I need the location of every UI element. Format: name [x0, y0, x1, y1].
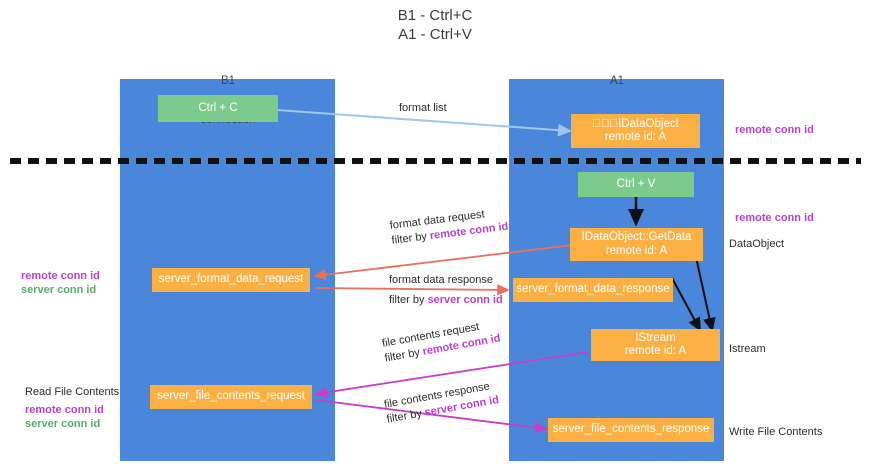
- edge-label-format-data-response: format data response filter by server co…: [389, 273, 503, 308]
- edge-label-format-data-response-filter: filter by server conn id: [389, 293, 503, 308]
- annotation-remote-conn-id-mid: remote conn id: [735, 212, 814, 224]
- edge-label-format-list: format list: [399, 102, 447, 114]
- filter-key-server-conn-id: server conn id: [427, 294, 503, 306]
- node-idataobject-label:    IDataObject: [592, 117, 679, 130]
- node-ctrl-c-label: Ctrl + C: [198, 101, 238, 114]
- column-header-a1-name: A1: [609, 75, 625, 87]
- node-ctrl-c[interactable]: Ctrl + C: [158, 95, 278, 122]
- column-header-b1-name: B1: [220, 75, 236, 87]
- node-getdata-label: IDataObject::GetData: [581, 231, 692, 243]
- annotation-istream: Istream: [729, 343, 766, 355]
- node-server-format-data-response-label: server_format_data_response: [516, 283, 670, 296]
- edge-label-file-contents-request: file contents request filter by remote c…: [381, 317, 502, 367]
- node-istream[interactable]: IStream remote id: A: [591, 329, 720, 361]
- annotation-write-file-contents: Write File Contents: [729, 426, 823, 438]
- edge-label-file-contents-response: file contents response filter by server …: [383, 378, 500, 427]
- node-ctrl-v-label: Ctrl + V: [616, 177, 656, 190]
- annotation-read-file-contents: Read File Contents: [25, 386, 120, 398]
- node-istream-label: IStream: [635, 331, 676, 344]
- filter-prefix: filter by: [390, 230, 431, 247]
- node-server-format-data-request-label: server_format_data_request: [158, 273, 304, 286]
- node-server-file-contents-request[interactable]: server_file_contents_request: [150, 385, 312, 409]
- annotation-left-server-conn-id-2: server conn id: [25, 418, 101, 430]
- filter-prefix-2: filter by: [389, 294, 428, 306]
- edge-label-format-data-request: format data request filter by remote con…: [389, 205, 509, 249]
- node-idataobject[interactable]:    IDataObject remote id: A: [571, 114, 700, 148]
- edge-label-format-data-response-text: format data response: [389, 274, 493, 286]
- node-getdata-sublabel: remote id: A: [605, 244, 668, 257]
- node-server-file-contents-response-label: server_file_contents_response: [552, 423, 710, 436]
- node-ctrl-v[interactable]: Ctrl + V: [578, 172, 694, 197]
- annotation-left-remote-conn-id-2: remote conn id: [25, 404, 104, 416]
- node-idataobject-sublabel: remote id: A: [604, 131, 667, 143]
- annotation-remote-conn-id-top: remote conn id: [735, 124, 814, 136]
- node-idataobject-getdata[interactable]: IDataObject::GetData remote id: A: [570, 228, 703, 261]
- node-server-format-data-request[interactable]: server_format_data_request: [152, 268, 310, 292]
- annotation-left-remote-conn-id: remote conn id: [21, 270, 100, 282]
- node-server-file-contents-request-label: server_file_contents_request: [157, 390, 305, 403]
- node-server-file-contents-response[interactable]: server_file_contents_response: [548, 418, 714, 442]
- annotation-dataobject: DataObject: [729, 238, 785, 250]
- node-istream-sublabel: remote id: A: [624, 345, 687, 357]
- page-title: B1 - Ctrl+C A1 - Ctrl+V: [397, 7, 473, 43]
- node-server-format-data-response[interactable]: server_format_data_response: [513, 278, 673, 302]
- annotation-left-server-conn-id: server conn id: [21, 284, 97, 296]
